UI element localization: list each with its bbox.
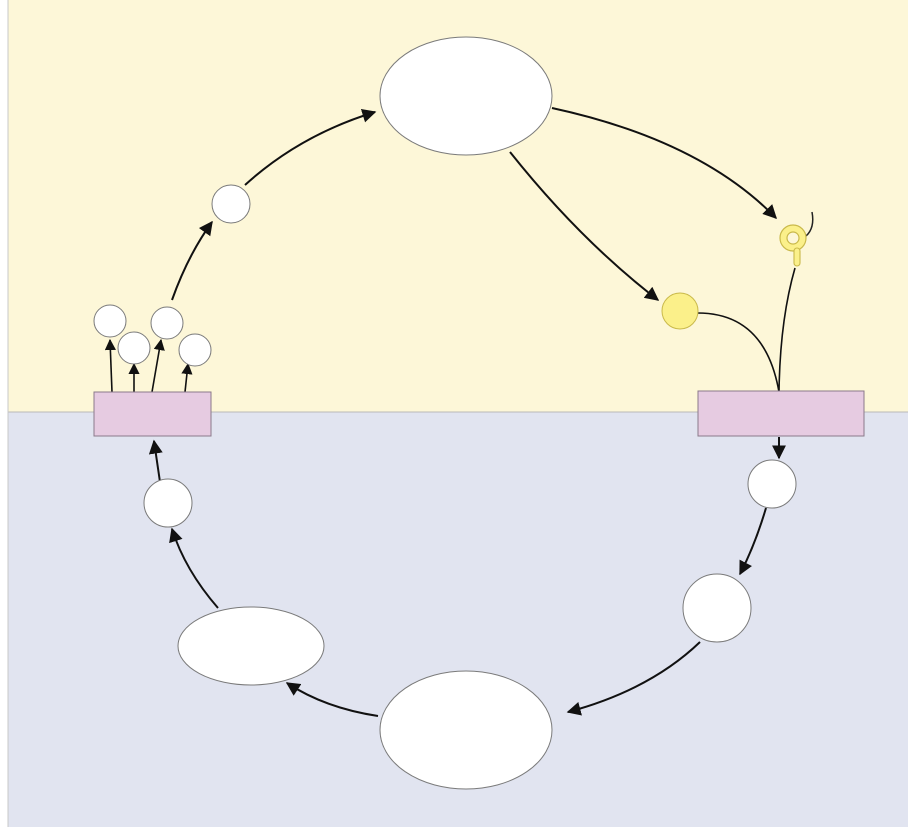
arrow-to-bottom-left-ellipse [285,682,379,717]
arrow-to-top-ellipse [244,109,377,186]
released-circle-1 [93,304,127,338]
line-hook-to-box [778,267,796,393]
upper-left-circle-node [211,184,251,224]
released-circle-3 [150,306,184,340]
arrow-release-4 [181,362,193,393]
released-circle-4 [178,333,212,367]
right-upper-circle-node [747,459,797,509]
arrow-to-upper-left-circle [171,220,213,301]
arrow-to-right-mid-node [739,507,767,576]
arrow-to-left-box [148,439,163,483]
spore-with-hook-icon [779,211,814,267]
left-lower-circle-node [143,478,193,528]
right-box [697,390,865,437]
line-yellow-node-to-box [695,312,780,393]
arrow-release-1 [104,338,116,393]
top-ellipse-node [379,36,553,156]
left-box [93,391,212,437]
released-circle-2 [117,331,151,365]
arrow-top-to-yellow-node [509,151,660,301]
bottom-left-ellipse-node [177,606,325,686]
arrow-release-3 [151,338,165,393]
arrow-to-left-circle [169,527,219,609]
right-mid-circle-node [682,573,752,643]
yellow-node [661,292,699,330]
bottom-ellipse-node [379,670,553,790]
arrow-top-to-hook [551,107,777,220]
arrow-to-bottom-ellipse [566,641,701,716]
